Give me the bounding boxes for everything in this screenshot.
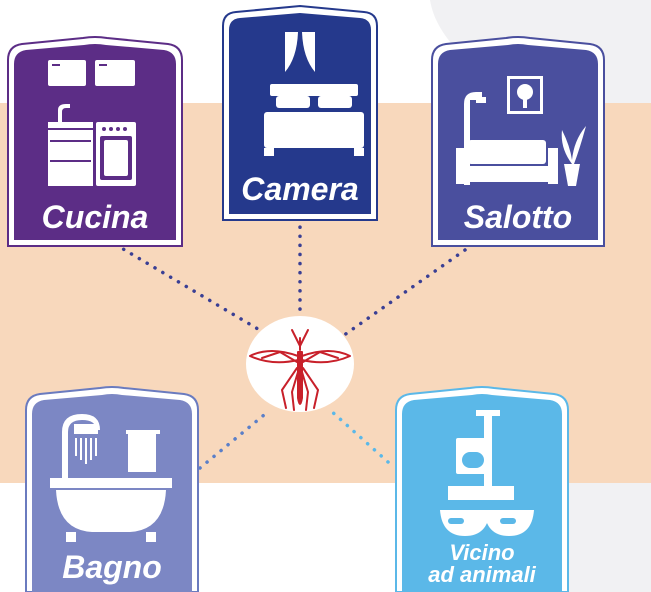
room-card-bathroom: Bagno xyxy=(25,386,199,592)
kitchen-icon xyxy=(48,60,136,186)
bed-icon xyxy=(264,32,364,156)
connector-living-room xyxy=(338,248,467,340)
room-card-living-room: Salotto xyxy=(431,36,605,247)
room-label-kitchen: Cucina xyxy=(42,199,149,235)
pet-tower-icon xyxy=(440,410,534,536)
connector-kitchen xyxy=(106,238,270,337)
room-card-near-pets: Vicino ad animali xyxy=(395,386,569,592)
room-card-bedroom: Camera xyxy=(222,4,378,221)
room-label-bathroom: Bagno xyxy=(62,549,162,585)
bathtub-icon xyxy=(50,414,172,542)
connector-bathroom xyxy=(198,408,272,470)
room-card-kitchen: Cucina xyxy=(7,36,183,247)
connectors xyxy=(106,216,467,470)
room-label-near-pets-line2: ad animali xyxy=(428,562,536,587)
room-label-living-room: Salotto xyxy=(464,199,572,235)
room-label-near-pets-line1: Vicino xyxy=(449,540,514,565)
connector-near-pets xyxy=(328,408,390,464)
center-node xyxy=(246,316,354,412)
mosquito-icon xyxy=(249,329,351,411)
room-label-bedroom: Camera xyxy=(241,171,358,207)
sofa-icon xyxy=(456,76,586,186)
